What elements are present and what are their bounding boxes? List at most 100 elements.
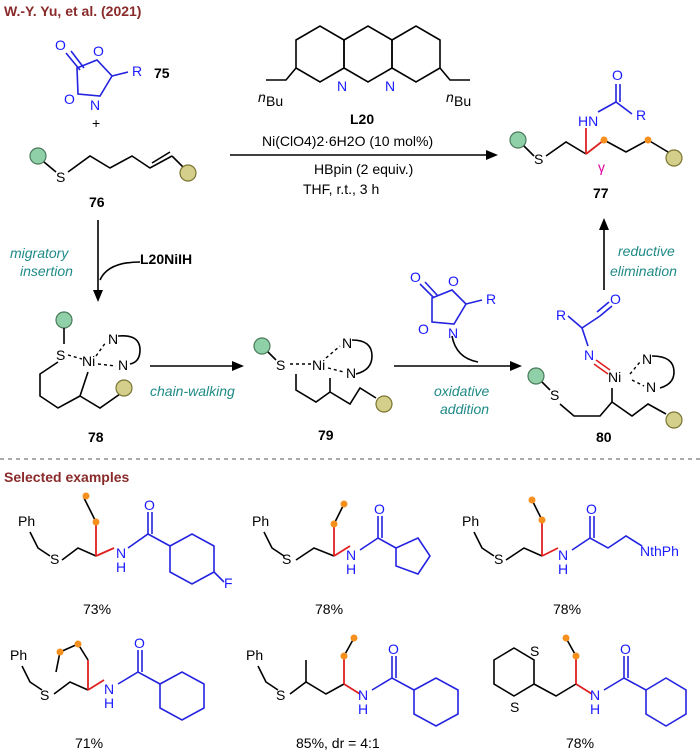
ph-label-ex5: Ph [246,647,263,663]
oxadiazolone-reagent: O O O N R [410,269,496,341]
o-label-ex4: O [134,635,145,651]
ph-label-ex4: Ph [10,647,27,663]
ph-label-ex3: Ph [462,513,479,529]
n-label-ex4: N [104,681,114,697]
silane-label: HBpin (2 equiv.) [314,161,413,177]
example-1: Ph S N H O F 73% [18,492,233,617]
example-4: Ph S N H O 71% [10,635,205,751]
r-label-reagent: R [486,291,496,307]
ligand-n-left: N [337,78,347,94]
o-label: O [55,37,66,53]
plus-sign: + [92,115,100,131]
s-label-ex3: S [494,551,503,567]
o-label-reagent: O [410,269,421,285]
n-label-ex1: N [116,545,126,561]
yield-ex5: 85%, dr = 4:1 [296,735,380,751]
s-label-ex4: S [40,687,49,703]
yield-ex6: 78% [566,735,594,751]
ni-label-78: Ni [82,353,95,369]
conditions-label: THF, r.t., 3 h [303,181,379,197]
n-label-ex3: N [558,547,568,563]
ni-label-79: Ni [312,357,325,373]
s-label-ex1: S [50,551,59,567]
compound-number-80: 80 [596,429,612,445]
o-label-ex1: O [144,497,155,513]
n-label-80b: N [646,379,656,395]
step1-label-2: insertion [20,263,73,279]
n-label-78a: N [108,331,118,347]
compound-number-77: 77 [593,185,609,201]
n-label-79b: N [346,365,356,381]
r-label: R [132,63,142,79]
compound-number-79: 79 [318,427,334,443]
n-label-80a: N [642,351,652,367]
step4-label-1: reductive [618,243,675,259]
gamma-label: γ [598,159,605,175]
citation-title: W.-Y. Yu, et al. (2021) [4,3,141,19]
n-label-reagent: N [448,325,458,341]
yield-ex2: 78% [315,601,343,617]
step3-label-1: oxidative [434,383,489,399]
o-label-ex2: O [374,501,385,517]
o-ring-reagent: O [448,273,459,289]
r-label-80: R [556,307,566,323]
compound-number-78: 78 [88,429,104,445]
o-ring-label: O [93,43,104,59]
h-label-ex4: H [104,695,114,711]
o-label-77: O [612,67,623,83]
nthph-label-ex3: NthPh [640,543,679,559]
o-ring-reagent-2: O [418,321,429,337]
nbu-right: Bu [454,93,471,109]
step4-label-2: elimination [610,263,677,279]
nbu-prefix-right: n [446,89,454,105]
compound-80: R O N Ni N N S 80 [527,291,683,445]
n-label-78b: N [118,357,128,373]
n-label-ex6: N [590,687,600,703]
example-5: Ph S N H O 85%, dr = 4:1 [246,634,459,751]
example-3: Ph S N H O NthPh 78% [462,496,679,617]
o-label-ex6: O [620,641,631,657]
ligand-l20: N N n Bu n Bu L20 [258,25,471,127]
nbu-prefix-left: n [258,89,266,105]
r-label-77: R [636,107,646,123]
step2-label: chain-walking [150,383,235,399]
o-label-ex5: O [388,641,399,657]
o-ring-label-2: O [64,91,75,107]
yield-ex1: 73% [83,601,111,617]
ph-label-ex1: Ph [18,513,35,529]
step1-reagent: L20NiIH [140,251,192,267]
teal-substituent-icon [29,147,47,165]
n-label-ex5: N [358,687,368,703]
s-label-77: S [534,151,543,167]
compound-78: S Ni N N 78 [39,311,141,445]
h-label-ex3: H [558,561,568,577]
compound-79: S Ni N N 79 [253,335,393,443]
s-label-80: S [550,387,559,403]
n-label-79a: N [342,335,352,351]
s-label-ex6b: S [510,699,519,715]
ligand-name: L20 [350,111,374,127]
s-label-79: S [276,357,285,373]
yield-ex3: 78% [553,601,581,617]
hn-label-77: HN [578,113,598,129]
compound-number-75: 75 [154,65,170,81]
compound-77: S HN O R γ 77 [509,67,683,201]
h-label-ex6: H [590,701,600,717]
compound-number-76: 76 [89,194,105,210]
ph-label-ex2: Ph [252,513,269,529]
s-label-ex2: S [282,551,291,567]
yield-ex4: 71% [75,735,103,751]
nbu-left: Bu [266,93,283,109]
compound-75: O O O N R 75 [55,37,170,113]
ni-label-80: Ni [608,369,621,385]
example-6: S S N H O 78% [493,634,687,751]
n-label-80: N [584,347,594,363]
olive-substituent-icon [179,164,197,182]
step3-label-2: addition [440,401,489,417]
f-label-ex1: F [224,575,233,591]
examples-title: Selected examples [4,469,130,485]
n-ring-label: N [90,97,100,113]
s-label-78: S [56,347,65,363]
o-label-80: O [610,291,621,307]
